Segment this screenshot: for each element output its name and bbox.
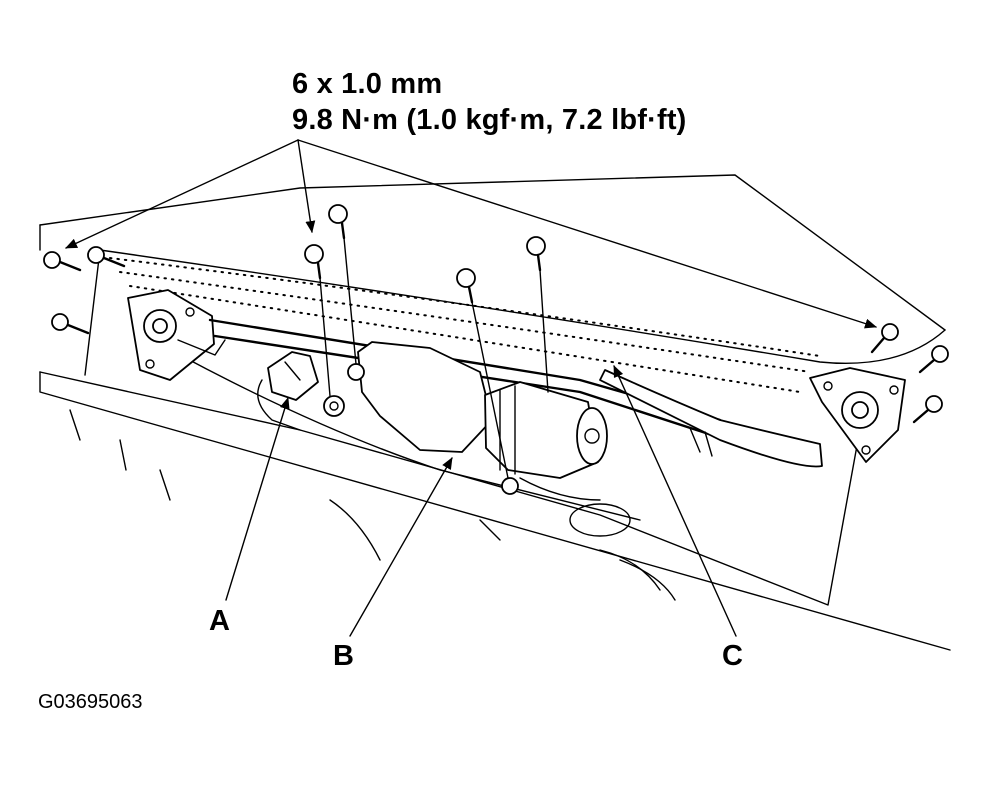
cowl-seal-dotted: [109, 257, 821, 393]
left-pivot-bracket: [127, 289, 226, 381]
bolt-center-2: [328, 204, 357, 365]
wiper-motor: [357, 341, 676, 601]
callout-leaders: [225, 365, 737, 637]
bolt-left-top: [87, 246, 126, 268]
fastener-size-label: 6 x 1.0 mm: [292, 68, 443, 100]
bolt-right-1: [870, 323, 899, 354]
figure-id-label: G03695063: [38, 691, 143, 713]
bolt-right-2: [918, 345, 949, 374]
fastener-torque-label: 9.8 N·m (1.0 kgf·m, 7.2 lbf·ft): [292, 104, 687, 136]
callout-connector-label: A: [209, 605, 230, 637]
right-pivot-bracket: [809, 367, 906, 463]
bolt-left-lower: [51, 313, 90, 335]
bolt-center-4: [526, 236, 549, 393]
callout-linkage-label: C: [722, 640, 743, 672]
linkage-rod: [208, 318, 823, 468]
engine-bay-sketch: [69, 409, 501, 561]
callout-wiper-motor-label: B: [333, 640, 354, 672]
connector: [257, 351, 365, 431]
bolt-right-3: [912, 395, 943, 424]
cowl-panel: [39, 174, 951, 651]
bolt-center-1: [304, 244, 331, 397]
spec-leader-lines: [65, 139, 877, 329]
bolt-center-3: [456, 268, 509, 479]
bolt-left-upper: [43, 251, 82, 272]
